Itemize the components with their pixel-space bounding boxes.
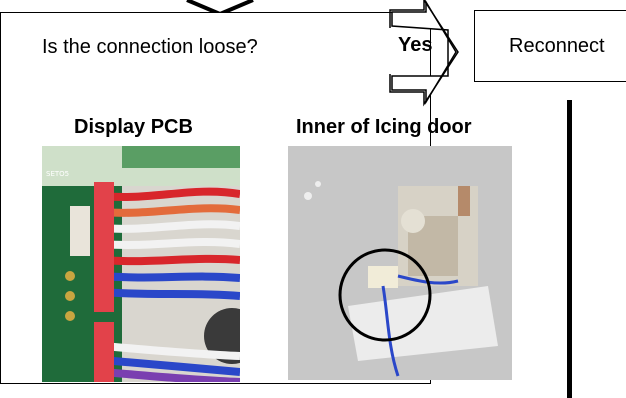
question-text: Is the connection loose? [42, 36, 258, 58]
photo-label-icing-door: Inner of Icing door [296, 116, 472, 138]
icing-door-photo [288, 146, 512, 380]
svg-text:SETO5: SETO5 [46, 170, 69, 178]
photo-label-display-pcb: Display PCB [74, 116, 193, 138]
yes-label: Yes [398, 34, 433, 56]
highlight-circle [338, 248, 432, 342]
action-box: Reconnect [474, 10, 626, 82]
box-right-edge [567, 100, 572, 398]
action-label: Reconnect [509, 35, 605, 57]
yes-arrow [389, 0, 459, 107]
display-pcb-photo: SETO5 [42, 146, 240, 382]
